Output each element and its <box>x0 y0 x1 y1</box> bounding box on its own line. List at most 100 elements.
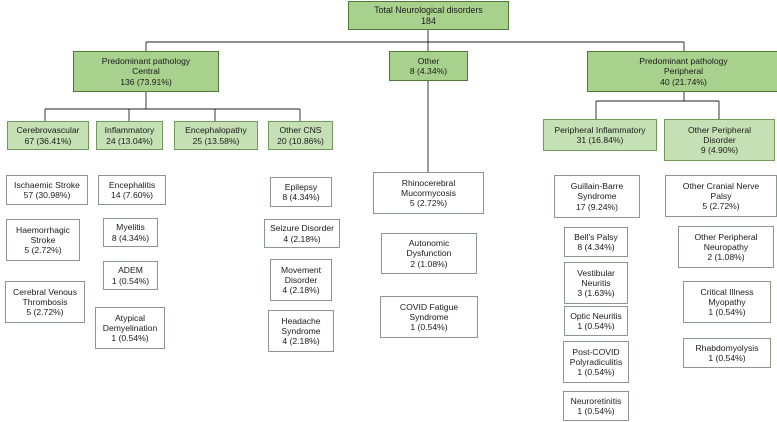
guillain-barre-syndrome-node: Guillain-Barre Syndrome 17 (9.24%) <box>554 175 640 218</box>
peripheral-count: 40 (21.74%) <box>660 76 707 87</box>
encephalopathy-node: Encephalopathy 25 (13.58%) <box>174 121 258 150</box>
cerebrovascular-label: Cerebrovascular <box>16 125 80 136</box>
ischaemic-stroke-count: 57 (30.98%) <box>23 190 71 200</box>
neuroretinitis-label: Neuroretinitis <box>570 395 622 406</box>
peripheral-label: Predominant pathology <box>639 56 728 67</box>
cerebrovascular-node: Cerebrovascular 67 (36.41%) <box>7 121 89 150</box>
peripheral-neuropathy-sublabel: Neuropathy <box>703 241 749 252</box>
optic-neuritis-label: Optic Neuritis <box>570 310 622 321</box>
movement-disorder-count: 4 (2.18%) <box>282 285 320 296</box>
myelitis-count: 8 (4.34%) <box>111 232 150 243</box>
rhinocerebral-count: 5 (2.72%) <box>409 198 448 209</box>
critical-illness-sublabel: Myopathy <box>708 296 746 307</box>
cerebral-venous-count: 5 (2.72%) <box>26 307 64 318</box>
critical-illness-count: 1 (0.54%) <box>708 307 746 318</box>
encephalitis-node: Encephalitis 14 (7.60%) <box>98 175 166 205</box>
haemorrhagic-stroke-label: Haemorrhagic <box>16 224 70 235</box>
peripheral-sublabel: Peripheral <box>663 66 704 77</box>
myelitis-node: Myelitis 8 (4.34%) <box>103 218 158 247</box>
adem-node: ADEM 1 (0.54%) <box>103 261 158 290</box>
cranial-nerve-palsy-sublabel: Palsy <box>710 190 732 201</box>
myelitis-label: Myelitis <box>116 222 145 233</box>
rhinocerebral-mucormycosis-node: Rhinocerebral Mucormycosis 5 (2.72%) <box>373 172 484 214</box>
cerebral-venous-sublabel: Thrombosis <box>22 296 68 307</box>
atypical-demyelination-label: Atypical <box>114 312 146 323</box>
neuroretinitis-count: 1 (0.54%) <box>577 406 615 416</box>
cerebral-venous-label: Cerebral Venous <box>12 286 78 297</box>
guillain-barre-label: Guillain-Barre <box>570 181 624 192</box>
haemorrhagic-stroke-node: Haemorrhagic Stroke 5 (2.72%) <box>6 219 80 261</box>
seizure-disorder-node: Seizure Disorder 4 (2.18%) <box>264 219 340 248</box>
seizure-disorder-label: Seizure Disorder <box>270 223 334 234</box>
encephalopathy-count: 25 (13.58%) <box>192 135 240 146</box>
cranial-nerve-palsy-count: 5 (2.72%) <box>702 201 740 212</box>
vestibular-neuritis-node: Vestibular Neuritis 3 (1.63%) <box>564 262 628 304</box>
encephalopathy-label: Encephalopathy <box>185 125 247 136</box>
adem-label: ADEM <box>118 265 143 276</box>
other-cns-node: Other CNS 20 (10.86%) <box>268 121 333 150</box>
peripheral-inflammatory-label: Peripheral Inflammatory <box>554 124 646 135</box>
neuroretinitis-node: Neuroretinitis 1 (0.54%) <box>563 391 629 421</box>
peripheral-inflammatory-count: 31 (16.84%) <box>576 135 624 145</box>
covid-fatigue-syndrome-node: COVID Fatigue Syndrome 1 (0.54%) <box>380 296 478 338</box>
rhabdomyolysis-count: 1 (0.54%) <box>708 353 746 363</box>
vestibular-neuritis-label: Vestibular <box>577 267 615 278</box>
rhabdomyolysis-label: Rhabdomyolysis <box>695 342 759 353</box>
peripheral-neuropathy-label: Other Peripheral <box>694 231 758 242</box>
movement-disorder-node: Movement Disorder 4 (2.18%) <box>270 259 332 301</box>
peripheral-neuropathy-count: 2 (1.08%) <box>707 252 745 263</box>
epilepsy-node: Epilepsy 8 (4.34%) <box>270 177 332 207</box>
other-cns-count: 20 (10.86%) <box>277 135 324 146</box>
rhinocerebral-sublabel: Mucormycosis <box>401 187 456 198</box>
encephalitis-label: Encephalitis <box>108 179 156 190</box>
autonomic-dysfunction-label: Autonomic <box>408 238 450 249</box>
encephalitis-count: 14 (7.60%) <box>110 190 154 200</box>
inflammatory-count: 24 (13.04%) <box>106 135 153 146</box>
other-peripheral-count: 9 (4.90%) <box>700 145 739 156</box>
other-node: Other 8 (4.34%) <box>389 51 468 81</box>
haemorrhagic-stroke-count: 5 (2.72%) <box>24 245 62 256</box>
post-covid-sublabel: Polyradiculitis <box>569 356 623 367</box>
headache-syndrome-count: 4 (2.18%) <box>282 336 320 347</box>
critical-illness-myopathy-node: Critical Illness Myopathy 1 (0.54%) <box>683 281 771 323</box>
central-label: Predominant pathology <box>101 56 191 67</box>
peripheral-inflammatory-node: Peripheral Inflammatory 31 (16.84%) <box>543 119 657 151</box>
root-count: 184 <box>421 15 436 26</box>
rhinocerebral-label: Rhinocerebral <box>401 177 456 188</box>
cerebrovascular-count: 67 (36.41%) <box>24 135 72 146</box>
guillain-barre-count: 17 (9.24%) <box>575 201 619 212</box>
optic-neuritis-node: Optic Neuritis 1 (0.54%) <box>564 306 628 336</box>
cerebral-venous-thrombosis-node: Cerebral Venous Thrombosis 5 (2.72%) <box>5 281 85 323</box>
adem-count: 1 (0.54%) <box>111 275 150 286</box>
guillain-barre-sublabel: Syndrome <box>577 191 617 202</box>
cranial-nerve-palsy-label: Other Cranial Nerve <box>682 180 760 191</box>
other-cranial-nerve-palsy-node: Other Cranial Nerve Palsy 5 (2.72%) <box>665 175 777 217</box>
epilepsy-count: 8 (4.34%) <box>282 192 320 202</box>
other-peripheral-label: Other Peripheral <box>687 124 752 135</box>
headache-syndrome-label: Headache <box>281 315 321 326</box>
vestibular-neuritis-sublabel: Neuritis <box>581 277 611 288</box>
other-peripheral-sublabel: Disorder <box>703 134 736 145</box>
covid-fatigue-count: 1 (0.54%) <box>410 322 448 333</box>
covid-fatigue-sublabel: Syndrome <box>409 311 449 322</box>
post-covid-count: 1 (0.54%) <box>577 367 615 378</box>
epilepsy-label: Epilepsy <box>284 181 318 192</box>
autonomic-dysfunction-count: 2 (1.08%) <box>410 258 448 269</box>
central-sublabel: Central <box>132 66 160 77</box>
inflammatory-label: Inflammatory <box>104 125 155 136</box>
other-count: 8 (4.34%) <box>409 66 448 76</box>
haemorrhagic-stroke-sublabel: Stroke <box>30 234 56 245</box>
headache-syndrome-node: Headache Syndrome 4 (2.18%) <box>268 310 334 352</box>
other-label: Other <box>417 55 440 66</box>
seizure-disorder-count: 4 (2.18%) <box>283 233 321 244</box>
ischaemic-stroke-node: Ischaemic Stroke 57 (30.98%) <box>6 175 88 205</box>
atypical-demyelination-node: Atypical Demyelination 1 (0.54%) <box>95 307 165 349</box>
bells-palsy-label: Bell's Palsy <box>574 231 618 242</box>
movement-disorder-sublabel: Disorder <box>284 274 318 285</box>
critical-illness-label: Critical Illness <box>700 286 754 297</box>
central-count: 136 (73.91%) <box>120 76 172 87</box>
autonomic-dysfunction-sublabel: Dysfunction <box>406 248 452 259</box>
central-pathology-node: Predominant pathology Central 136 (73.91… <box>73 51 219 92</box>
rhabdomyolysis-node: Rhabdomyolysis 1 (0.54%) <box>683 338 771 368</box>
